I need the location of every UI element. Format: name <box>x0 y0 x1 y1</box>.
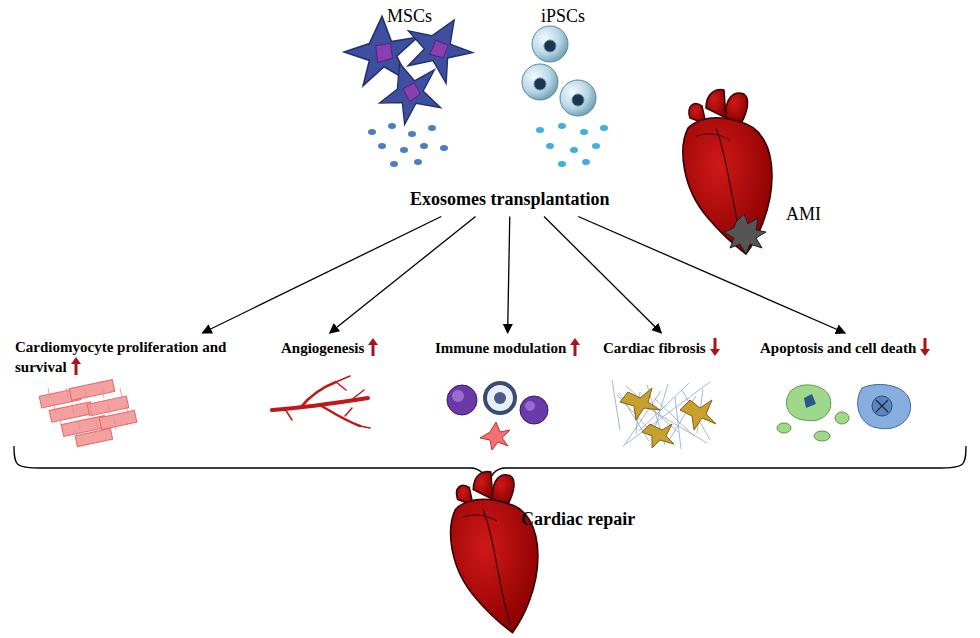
cell-label: iPSCs <box>541 6 585 27</box>
connector-arrow <box>202 217 441 334</box>
cell-label: AMI <box>786 204 821 225</box>
cell-label: MSCs <box>387 6 432 27</box>
trend-arrow <box>710 338 720 356</box>
source-label: Exosomes transplantation <box>407 186 613 213</box>
node-text: Apoptosis and cell death <box>760 340 916 356</box>
trend-arrow <box>570 338 580 356</box>
connector-arrow <box>330 217 476 334</box>
effect-label: Immune modulation <box>432 336 583 360</box>
node-text: Cardiomyocyte proliferation and survival <box>15 339 226 375</box>
trend-arrow <box>71 357 81 375</box>
effect-label: Apoptosis and cell death <box>757 336 933 360</box>
connector-arrow <box>578 217 845 334</box>
node-text: Angiogenesis <box>281 340 364 356</box>
outcome-label: Cardiac repair <box>518 506 638 533</box>
trend-arrow <box>368 338 378 356</box>
connector-arrow <box>508 217 510 334</box>
trend-arrow <box>920 338 930 356</box>
effect-label: Cardiomyocyte proliferation and survival <box>12 336 250 379</box>
effect-label: Cardiac fibrosis <box>600 336 723 360</box>
node-text: Exosomes transplantation <box>410 189 610 209</box>
node-text: Cardiac fibrosis <box>603 340 706 356</box>
node-text: Cardiac repair <box>521 509 635 529</box>
connector-arrow <box>544 217 661 334</box>
node-text: Immune modulation <box>435 340 566 356</box>
effect-label: Angiogenesis <box>278 336 381 360</box>
